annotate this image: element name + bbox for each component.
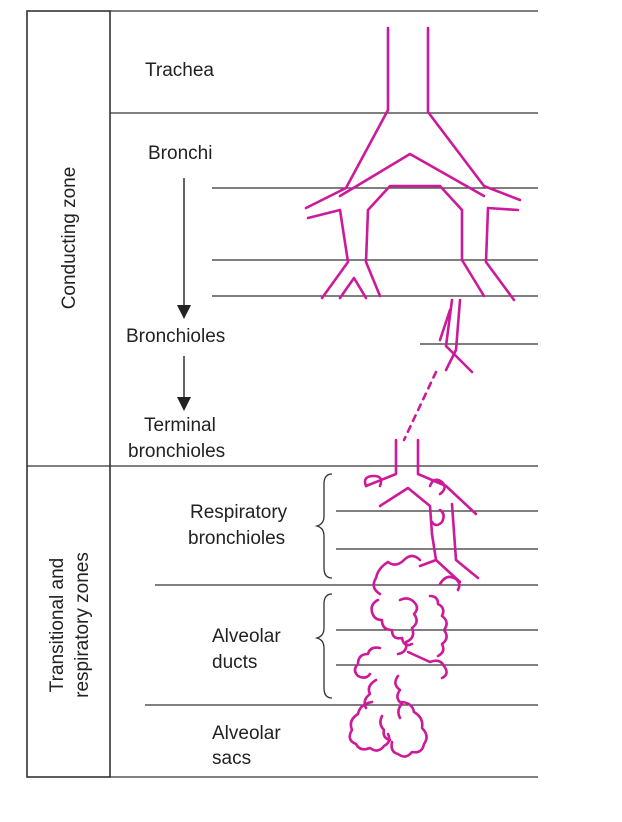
alveolar-sacs-label-line2: sacs [212, 748, 251, 769]
trachea-label: Trachea [145, 60, 214, 81]
respiratory-bronchioles-label-line1: Respiratory [190, 502, 288, 523]
zone-column [26, 10, 111, 778]
alveolar-ducts-label-line2: ducts [212, 652, 257, 673]
bronchi-label: Bronchi [148, 143, 212, 164]
alveolar-sacs-label-line1: Alveolar [212, 723, 281, 744]
transitional-zone-label-line1: Transitional and [47, 558, 68, 692]
terminal-bronchioles-label-line2: bronchioles [128, 441, 225, 462]
alveolar-tree [348, 594, 448, 758]
transitional-zone-label-line2: respiratory zones [72, 552, 93, 698]
alveolar-ducts-label-line1: Alveolar [212, 626, 281, 647]
conducting-zone-label: Conducting zone [59, 167, 80, 310]
respiratory-brace [314, 473, 333, 579]
ducts-brace [314, 593, 333, 699]
bronchioles-label: Bronchioles [126, 326, 225, 347]
generation-rules [110, 112, 538, 706]
respiratory-bronchioles-label-line2: bronchioles [188, 528, 285, 549]
respiratory-airway-tree [363, 438, 480, 596]
omitted-generations-dashes [402, 370, 438, 442]
conducting-airway-tree [304, 26, 522, 374]
terminal-bronchioles-label-line1: Terminal [144, 415, 216, 436]
